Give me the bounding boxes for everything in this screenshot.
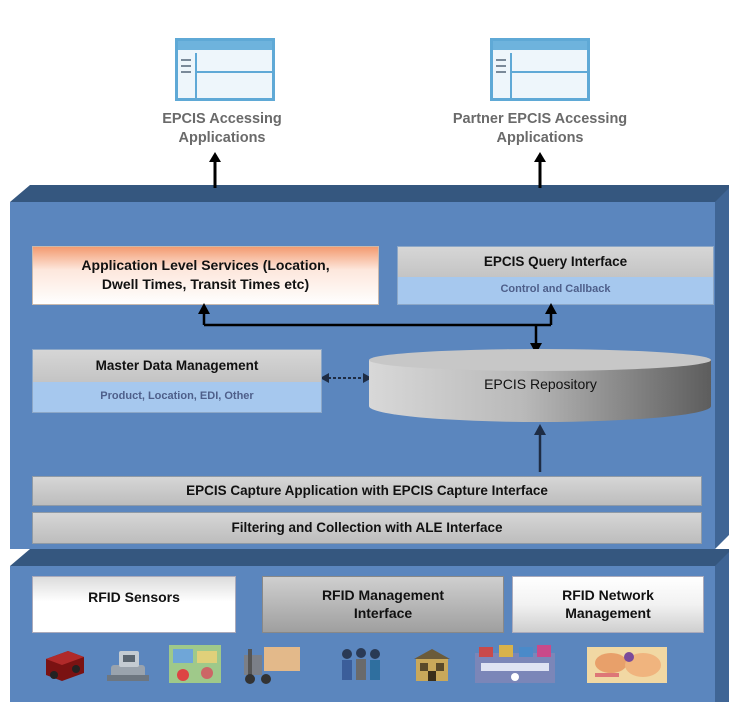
- filtering-and-collection-bar: Filtering and Collection with ALE Interf…: [32, 512, 702, 544]
- people-icon: [342, 648, 380, 680]
- rfid-management-interface-box: RFID Management Interface: [262, 576, 504, 633]
- arrow-up-right: [534, 152, 546, 188]
- epcis-repository-cylinder: [369, 349, 711, 422]
- retail-store-icon: [475, 645, 555, 683]
- rfid-sensors-box: RFID Sensors: [32, 576, 236, 633]
- rfid-network-management-box: RFID Network Management: [512, 576, 704, 633]
- master-data-management-box: Master Data Management Product, Location…: [32, 349, 322, 413]
- warehouse-icon: [414, 649, 450, 681]
- epcis-repository-label: EPCIS Repository: [484, 376, 597, 392]
- application-window-icon-left: [175, 38, 275, 101]
- application-window-icon-right: [490, 38, 590, 101]
- global-map-icon: [587, 647, 667, 683]
- application-level-services-box: Application Level Services (Location, Dw…: [32, 246, 379, 305]
- epcis-capture-application-bar: EPCIS Capture Application with EPCIS Cap…: [32, 476, 702, 506]
- rfid-reader-icon: [46, 651, 84, 681]
- epcis-query-interface-box: EPCIS Query Interface Control and Callba…: [397, 246, 714, 305]
- handheld-scanner-icon: [107, 651, 149, 681]
- shipment-map-icon: [169, 645, 221, 683]
- arrow-up-left: [209, 152, 221, 188]
- forklift-icon: [244, 647, 300, 684]
